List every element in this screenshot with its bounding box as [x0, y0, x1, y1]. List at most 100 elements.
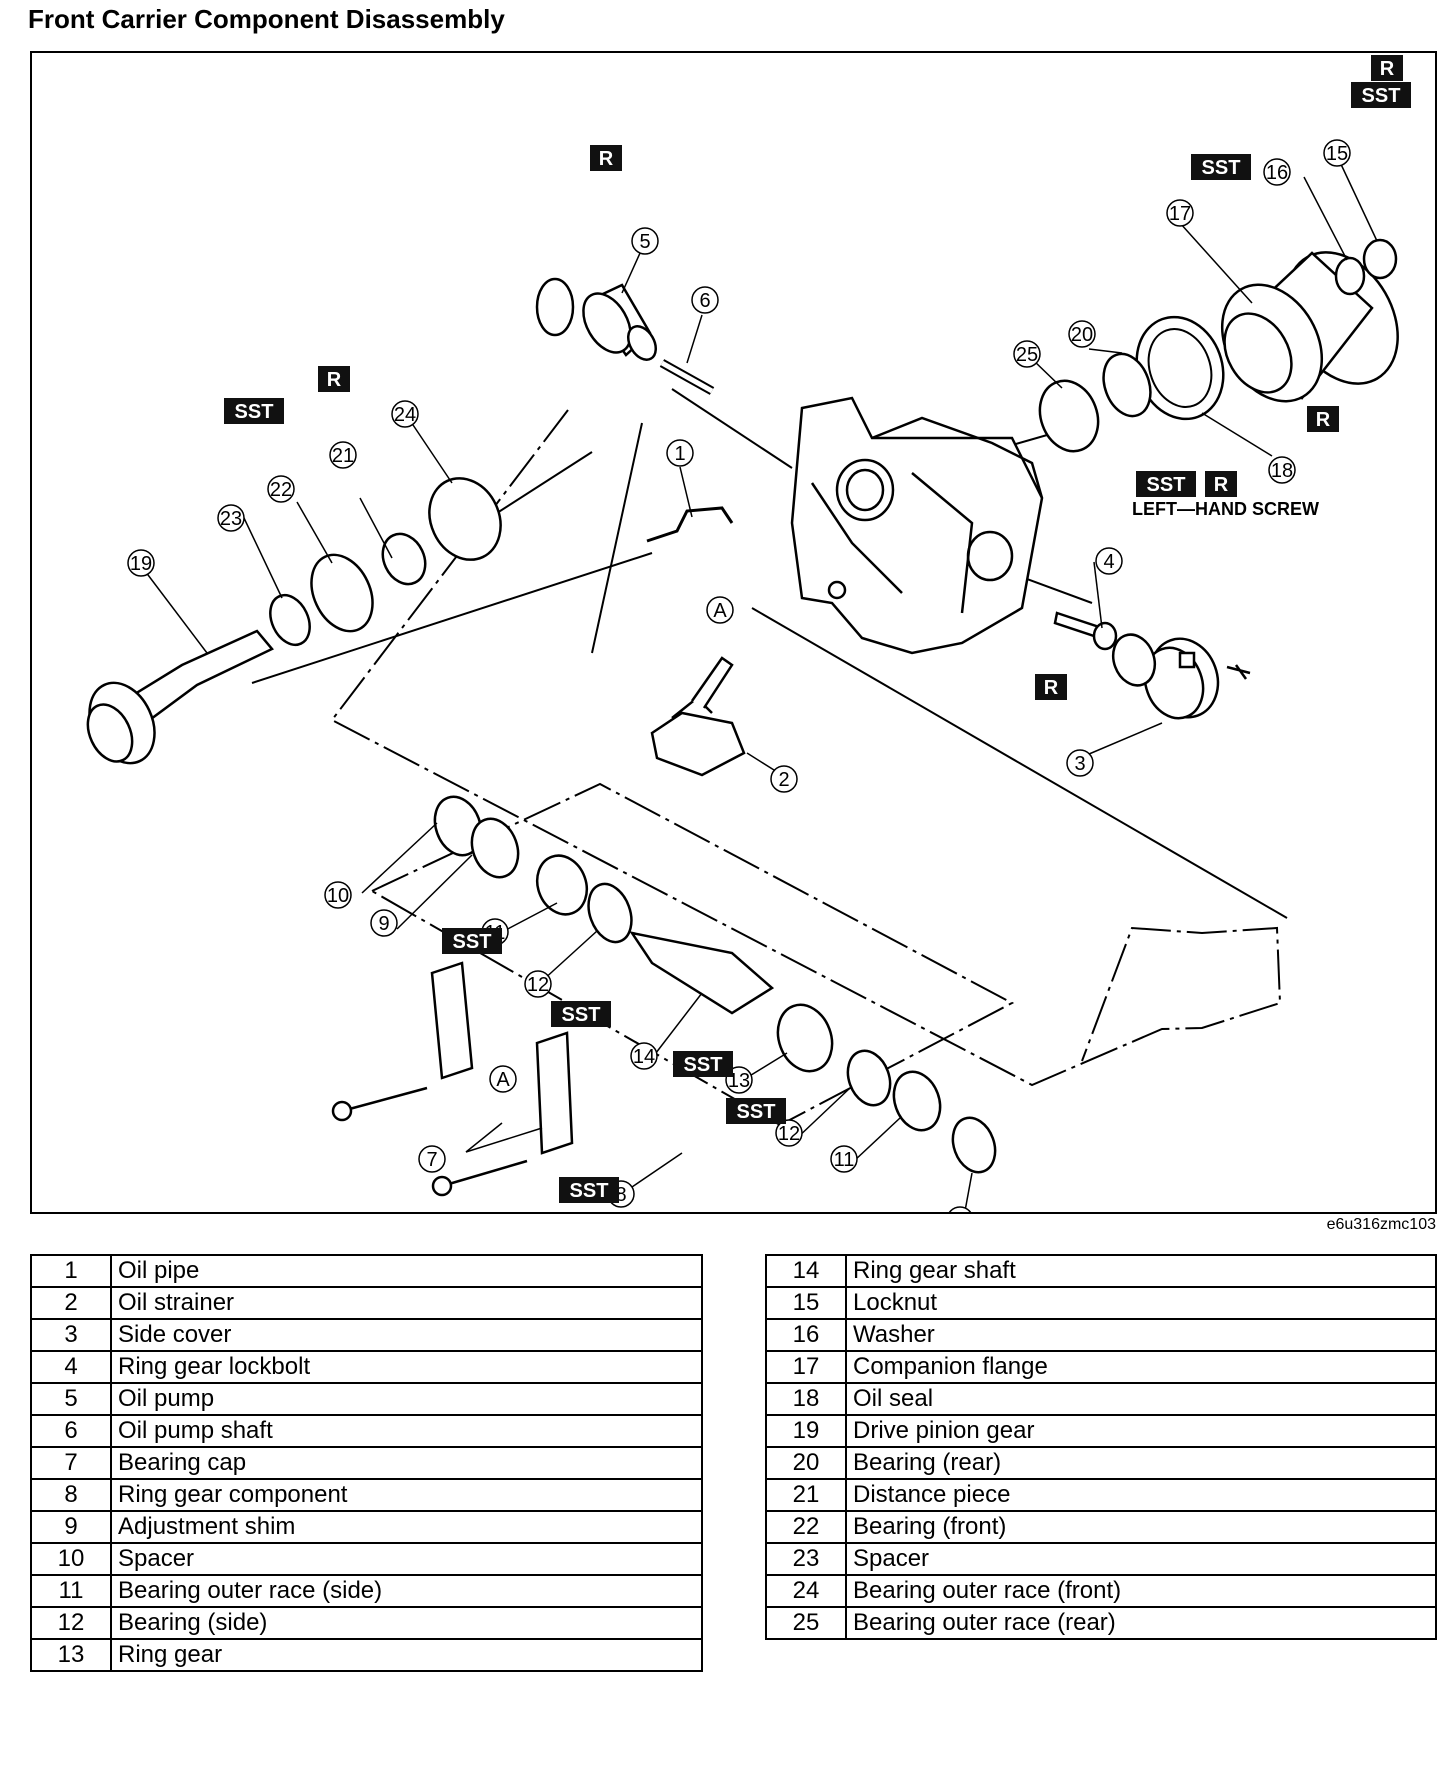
callout-21: 21 [329, 441, 357, 469]
svg-text:12: 12 [778, 1123, 800, 1145]
part-number: 3 [30, 1318, 112, 1352]
part-name: Bearing outer race (front) [845, 1574, 1437, 1608]
callout-20: 20 [1068, 320, 1096, 348]
svg-text:20: 20 [1071, 324, 1093, 346]
svg-text:A: A [496, 1069, 510, 1091]
assembly-line-pinion [496, 451, 593, 514]
part-name: Oil pump [110, 1382, 703, 1416]
part-name: Oil pump shaft [110, 1414, 703, 1448]
assembly-line-pump [671, 388, 793, 469]
oil-pipe [646, 506, 734, 543]
part-number: 18 [765, 1382, 847, 1416]
callout-12a: 12 [524, 970, 552, 998]
figure-code: e6u316zmc103 [1326, 1216, 1436, 1233]
bearing-cap [331, 961, 574, 1197]
callout-1: 1 [666, 439, 694, 467]
badge-sst-14 [551, 1001, 611, 1027]
oil-seal-inner [1147, 328, 1213, 408]
part-name: Side cover [110, 1318, 703, 1352]
callout-7: 7 [418, 1145, 446, 1173]
adjustment-shim-right [951, 1116, 997, 1174]
callout-11b: 11 [830, 1145, 858, 1173]
svg-text:5: 5 [639, 231, 650, 253]
callout-15: 15 [1323, 139, 1351, 167]
badge-sst-15 [1351, 82, 1411, 108]
part-number: 14 [765, 1254, 847, 1288]
svg-text:13: 13 [728, 1070, 750, 1092]
part-number: 19 [765, 1414, 847, 1448]
svg-text:22: 22 [270, 479, 292, 501]
locknut [1362, 238, 1398, 280]
badge-sst-4 [1136, 471, 1196, 497]
svg-text:19: 19 [130, 553, 152, 575]
part-number: 21 [765, 1478, 847, 1512]
svg-text:25: 25 [1016, 344, 1038, 366]
callout-9b: 9 [948, 1206, 972, 1212]
part-name: Oil pipe [110, 1254, 703, 1288]
part-number: 22 [765, 1510, 847, 1544]
callout-24: 24 [391, 400, 419, 428]
callout-12b: 12 [775, 1119, 803, 1147]
ring-gear-lockbolt [1053, 611, 1157, 687]
callout-4: 4 [1095, 547, 1123, 575]
distance-piece [381, 532, 427, 586]
assembly-line-top [591, 422, 643, 654]
callout-19: 19 [127, 549, 155, 577]
part-number: 11 [30, 1574, 112, 1608]
svg-text:18: 18 [1271, 460, 1293, 482]
oil-pump-shaft-inner [660, 360, 714, 394]
part-name: Oil strainer [110, 1286, 703, 1320]
part-name: Bearing (side) [110, 1606, 703, 1640]
svg-text:2: 2 [778, 769, 789, 791]
callout-14: 14 [630, 1042, 658, 1070]
bearing-side-left [587, 882, 633, 944]
part-name: Bearing cap [110, 1446, 703, 1480]
assembly-line-right [751, 607, 1288, 919]
part-name: Spacer [110, 1542, 703, 1576]
callout-9a: 9 [370, 909, 398, 937]
callout-10: 10 [324, 881, 352, 909]
badge-r-oring-cover [1035, 674, 1067, 700]
callout-3: 3 [1066, 749, 1094, 777]
badge-r-21 [318, 366, 350, 392]
callout-5: 5 [631, 227, 659, 255]
callout-18: 18 [1268, 456, 1296, 484]
svg-text:24: 24 [394, 404, 416, 426]
part-number: 15 [765, 1286, 847, 1320]
callout-A-bottom: A [489, 1065, 517, 1093]
part-name: Distance piece [845, 1478, 1437, 1512]
badge-sst-17 [1191, 154, 1251, 180]
washer [1334, 256, 1366, 296]
ring-gear [776, 1003, 834, 1073]
side-cover [1143, 637, 1251, 720]
leader-lines [141, 159, 1378, 1212]
part-name: Bearing (rear) [845, 1446, 1437, 1480]
part-number: 8 [30, 1478, 112, 1512]
callout-17: 17 [1166, 199, 1194, 227]
part-number: 5 [30, 1382, 112, 1416]
part-name: Locknut [845, 1286, 1437, 1320]
svg-text:11: 11 [834, 1149, 855, 1171]
part-number: 2 [30, 1286, 112, 1320]
ring-gear-shaft [629, 931, 775, 1015]
part-name: Drive pinion gear [845, 1414, 1437, 1448]
badge-r-15 [1371, 55, 1403, 81]
part-number: 17 [765, 1350, 847, 1384]
spacer-side [433, 795, 483, 857]
badge-r-18 [1307, 406, 1339, 432]
svg-text:12: 12 [527, 974, 549, 996]
